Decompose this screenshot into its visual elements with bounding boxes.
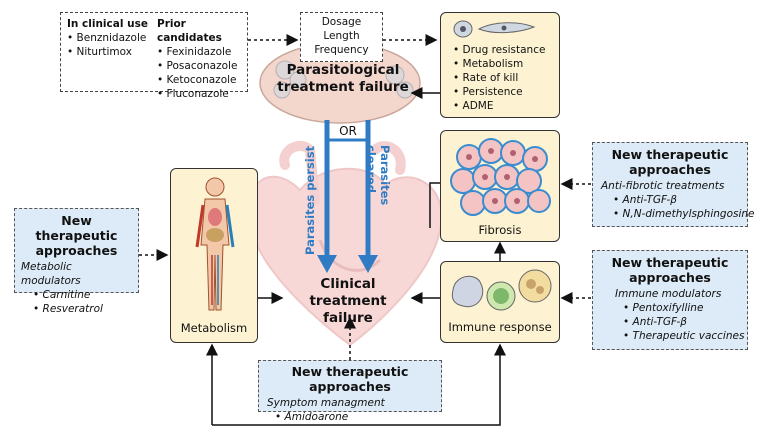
symptom-approaches-box: New therapeutic approaches Symptom manag… (258, 360, 442, 423)
clinical-use-item: Niturtimox (67, 45, 148, 59)
metabolic-approaches-heading: New therapeutic approaches (35, 213, 118, 258)
parasites-cleared-label: Parasites cleared (364, 145, 392, 206)
prior-candidate-item: Fexinidazole (157, 45, 247, 59)
immune-approaches-box: New therapeutic approaches Immune modula… (592, 250, 748, 350)
prior-candidates-column: Prior candidates Fexinidazole Posaconazo… (157, 17, 247, 101)
fibrosis-box: Fibrosis (440, 130, 560, 242)
dosing-line: Length (323, 30, 360, 42)
drug-factor-item: Metabolism (453, 57, 545, 71)
fibrotic-approaches-box: New therapeutic approaches Anti-fibrotic… (592, 142, 755, 227)
clinical-line2: treatment failure (309, 293, 387, 326)
metabolic-approaches-subheading: Metabolic modulators (21, 261, 81, 287)
immune-approaches-subheading: Immune modulators (615, 288, 722, 300)
symptom-approach-item: Amidoarone (267, 410, 433, 424)
drug-list-box: In clinical use Benznidazole Niturtimox … (60, 12, 248, 100)
drug-factors-box: Drug resistance Metabolism Rate of kill … (440, 12, 560, 118)
prior-candidate-item: Ketoconazole (157, 73, 247, 87)
fibrotic-approaches-subheading: Anti-fibrotic treatments (601, 180, 725, 192)
parasite-icon (453, 20, 536, 38)
fibrotic-approach-item: Anti-TGF-β (601, 193, 739, 207)
parasites-persist-label: Parasites persist (303, 145, 317, 255)
clinical-use-item: Benznidazole (67, 31, 148, 45)
parasitological-line2: treatment failure (277, 79, 409, 95)
immune-cells-icon (451, 269, 552, 311)
immune-approach-item: Pentoxifylline (611, 301, 739, 315)
cell-cluster-icon (273, 60, 414, 99)
prior-candidates-heading: Prior candidates (157, 18, 222, 44)
human-body-icon (195, 177, 235, 311)
or-label: OR (339, 124, 357, 138)
prior-candidate-item: Posaconazole (157, 59, 247, 73)
metabolic-approach-item: Resveratrol (21, 302, 132, 316)
metabolic-approaches-box: New therapeutic approaches Metabolic mod… (14, 208, 139, 315)
drug-factor-item: Drug resistance (453, 43, 546, 57)
metabolism-label: Metabolism (180, 321, 248, 335)
heart-illustration (247, 141, 443, 347)
dosing-line: Dosage (321, 16, 362, 28)
metabolism-box: Metabolism (170, 168, 258, 343)
immune-label: Immune response (448, 320, 552, 334)
fibrosis-label: Fibrosis (478, 223, 522, 237)
fibrotic-approaches-heading: New therapeutic approaches (611, 147, 729, 177)
clinical-failure-label: Clinical treatment failure (283, 276, 413, 327)
immune-approach-item: Therapeutic vaccines (611, 329, 745, 343)
prior-candidate-item: Fluconazole (157, 87, 247, 101)
drug-factor-item: ADME (453, 99, 545, 113)
clinical-line1: Clinical (320, 276, 376, 292)
symptom-approaches-heading: New therapeutic approaches (291, 364, 409, 394)
metabolic-approach-item: Carnitine (21, 288, 132, 302)
immune-box: Immune response (440, 261, 560, 343)
immune-approaches-heading: New therapeutic approaches (611, 255, 729, 285)
symptom-approaches-subheading: Symptom managment (267, 397, 385, 409)
dosing-box: Dosage Length Frequency (300, 12, 383, 62)
drug-factor-item: Persistence (453, 85, 545, 99)
drug-factor-item: Rate of kill (453, 71, 545, 85)
parasitological-line1: Parasitological (286, 62, 400, 78)
clinical-use-column: In clinical use Benznidazole Niturtimox (67, 17, 148, 59)
fibrotic-approach-item: N,N-dimethylsphingosine (601, 207, 755, 221)
fibrosis-cells-icon (450, 138, 551, 216)
dosing-line: Frequency (314, 44, 369, 56)
parasitological-failure-label: Parasitological treatment failure (268, 62, 418, 96)
immune-approach-item: Anti-TGF-β (611, 315, 739, 329)
clinical-use-heading: In clinical use (67, 18, 148, 30)
